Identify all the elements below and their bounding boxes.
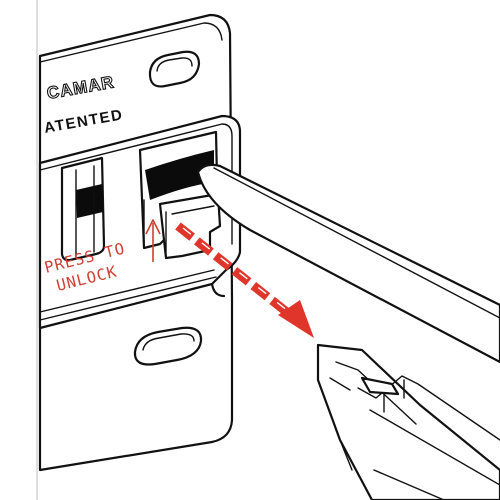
left-latch-window [60,156,106,262]
rail-clip [316,343,500,500]
lower-mounting-slot [133,326,203,366]
upper-mounting-slot [148,50,201,88]
up-arrow-icon [145,219,161,262]
dashed-arrow-icon [175,222,314,338]
screwdriver [196,163,500,364]
